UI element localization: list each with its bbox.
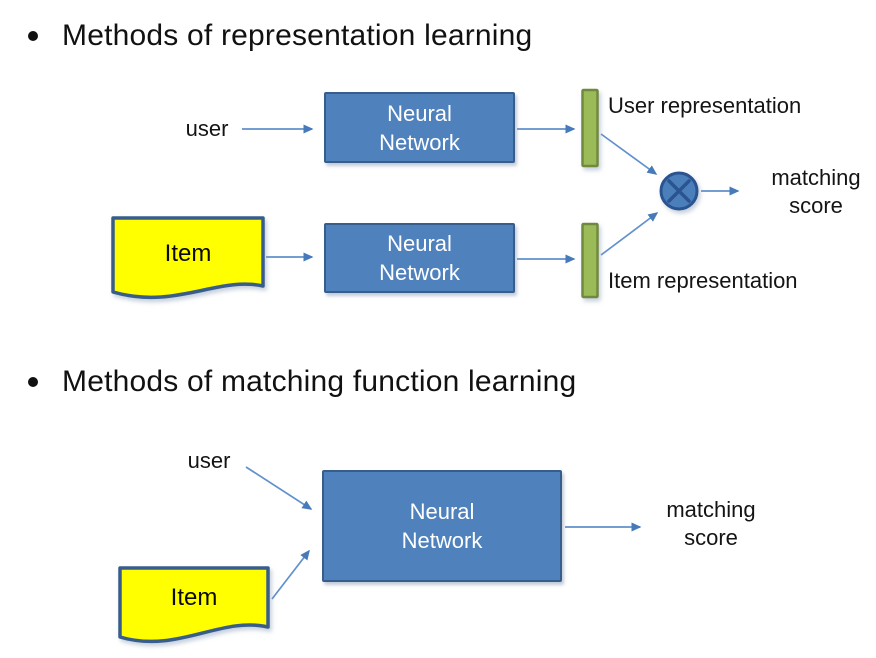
- item-input-label: Item: [164, 240, 212, 267]
- matching-score-label-2: matching score: [666, 497, 756, 550]
- neural-network-label: Neural Network: [401, 499, 483, 553]
- arrow-item-to-nn-2: [271, 549, 310, 600]
- item-input-label-2: Item: [170, 584, 218, 611]
- matching-score-label: matching score: [771, 165, 861, 218]
- section2-title: Methods of matching function learning: [62, 365, 577, 398]
- neural-network-label: Neural Network: [379, 100, 460, 155]
- arrow-user-to-nn-2: [245, 466, 313, 510]
- neural-network-label: Neural Network: [379, 231, 460, 285]
- neural-network-box-2: Neural Network: [322, 470, 562, 582]
- bullet-icon: [28, 377, 38, 387]
- arrow-item-bar-to-operator: [600, 212, 659, 256]
- multiply-operator-icon: [659, 171, 699, 211]
- user-neural-network-box: Neural Network: [324, 92, 515, 163]
- user-representation-label: User representation: [608, 93, 802, 118]
- bullet-line-matching-function-learning: Methods of matching function learning: [28, 362, 576, 402]
- user-input-label: user: [185, 116, 229, 141]
- user-input-label-2: user: [187, 448, 231, 473]
- item-document-shape: [111, 216, 265, 300]
- item-document-shape-2: [118, 566, 270, 644]
- bullet-icon: [28, 31, 38, 41]
- bullet-line-representation-learning: Methods of representation learning: [28, 16, 532, 56]
- item-neural-network-box: Neural Network: [324, 223, 515, 293]
- section1-title: Methods of representation learning: [62, 19, 533, 52]
- item-representation-bar: [581, 222, 599, 299]
- arrow-user-bar-to-operator: [600, 133, 658, 175]
- user-representation-bar: [581, 88, 599, 168]
- item-representation-label: Item representation: [608, 268, 798, 293]
